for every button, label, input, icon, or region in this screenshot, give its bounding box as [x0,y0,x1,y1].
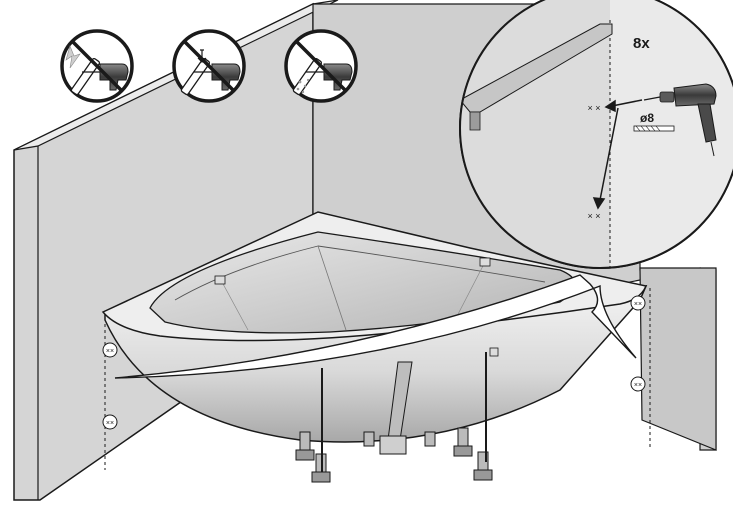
svg-text:××: ×× [106,420,114,427]
zoom-callout-wedge [114,274,637,379]
drill-bit-icon [633,125,675,132]
wall-marker-right-lower: ×× [630,376,646,392]
no-hammer-drill-icon [60,29,134,103]
drill-direction-arrows [592,99,643,210]
electric-drill-icon [643,83,717,157]
no-impact-drill-icon [172,29,246,103]
repeat-count-label: 8x [633,35,650,52]
wall-marker-right-upper: ×× [630,295,646,311]
drill-mark-upper: × × [587,103,600,113]
wall-marker-left-upper: ×× [102,342,118,358]
svg-text:××: ×× [634,382,642,389]
no-dust-drill-icon [284,29,358,103]
zoom-detail-circle: × × × × ø8 [459,0,733,269]
drill-mark-lower: × × [587,211,600,221]
wall-marker-left-lower: ×× [102,414,118,430]
wall-fixing-guides [104,288,651,470]
svg-text:××: ×× [634,301,642,308]
drill-diameter-label: ø8 [640,111,654,125]
svg-text:××: ×× [106,348,114,355]
support-legs [295,427,493,483]
